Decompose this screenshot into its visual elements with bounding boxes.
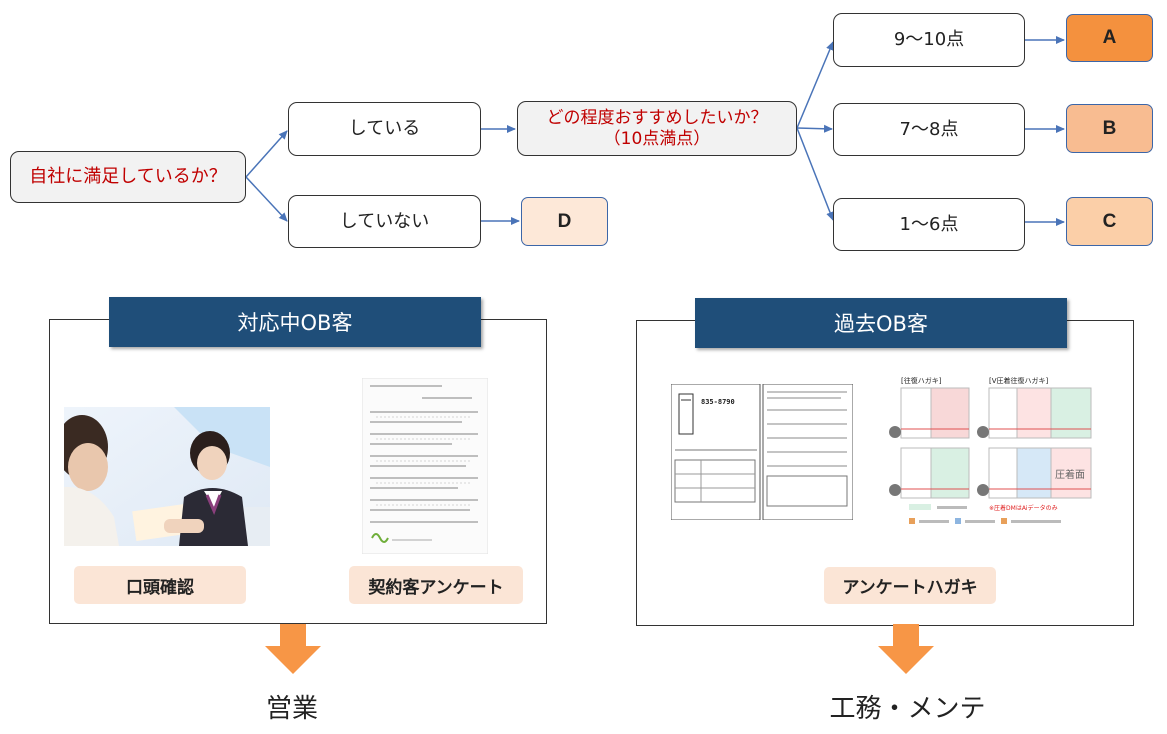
postcard-stamp-text: 圧着面 [1055,470,1085,481]
grade-d-text: D [557,210,572,232]
department-sales: 営業 [232,688,352,725]
answer-no-box: していない [288,195,481,248]
grade-d-box: D [521,197,608,246]
survey-postcard-tag: アンケートハガキ [824,567,996,604]
contract-survey-text: 契約客アンケート [368,577,504,598]
current-ob-title-text: 対応中OB客 [237,311,353,335]
postcard-sample-3 [889,447,970,499]
postcard-label-right: [V圧着往復ハガキ] [989,377,1049,385]
department-sales-text: 営業 [265,694,318,724]
question-satisfied-box: 自社に満足しているか？ [10,151,246,203]
connector-question-no [245,176,288,222]
department-construction-maintenance: 工務・メンテ [820,688,995,725]
connector-recommend-mid [796,124,833,133]
down-arrow-sales [265,624,321,674]
connector-recommend-high [796,41,834,129]
survey-postcard-image: 835-8790 [671,384,853,520]
question-recommend-line1: どの程度おすすめしたいか？ [546,108,768,129]
down-arrow-construction [878,624,934,674]
grade-b-box: B [1066,104,1153,153]
postcard-sample-1 [889,387,970,439]
grade-c-text: C [1102,210,1117,232]
survey-postcard-text: アンケートハガキ [842,578,978,598]
score-mid-text: 7〜8点 [899,118,959,140]
oral-confirmation-text: 口頭確認 [126,577,194,598]
current-ob-title: 対応中OB客 [109,297,481,347]
postcard-sample-4 [977,447,1092,499]
grade-a-text: A [1102,27,1117,48]
score-low-text: 1〜6点 [899,213,959,235]
answer-yes-box: している [288,102,481,156]
past-ob-title: 過去OB客 [695,298,1067,348]
connector-recommend-low [796,127,834,221]
score-high-text: 9〜10点 [893,29,965,51]
postcard-sample-2 [977,387,1092,439]
postcard-note: ※圧着DMはAiデータのみ [989,505,1058,512]
past-ob-title-text: 過去OB客 [834,312,928,336]
postcard-label-left: [往復ハガキ] [901,377,942,385]
score-low-box: 1〜6点 [833,198,1025,251]
contract-survey-sheet [362,378,488,554]
oral-confirmation-tag: 口頭確認 [74,566,246,604]
connector-question-yes [245,130,288,178]
postcard-design-samples: [往復ハガキ] [V圧着往復ハガキ] [885,376,1095,532]
postcard-postal-code: 835-8790 [701,398,735,406]
grade-a-box: A [1066,14,1153,62]
answer-no-text: していない [339,210,430,232]
question-recommend-line2: （10点満点） [603,128,711,149]
department-construction-text: 工務・メンテ [829,694,986,724]
question-satisfied-text: 自社に満足しているか？ [29,166,227,188]
grade-c-box: C [1066,197,1153,246]
grade-b-text: B [1102,117,1117,139]
answer-yes-text: している [348,118,421,140]
score-high-box: 9〜10点 [833,13,1025,67]
score-mid-box: 7〜8点 [833,103,1025,156]
contract-survey-tag: 契約客アンケート [349,566,523,604]
oral-confirmation-photo [64,407,270,546]
question-recommend-box: どの程度おすすめしたいか？ （10点満点） [517,101,797,156]
